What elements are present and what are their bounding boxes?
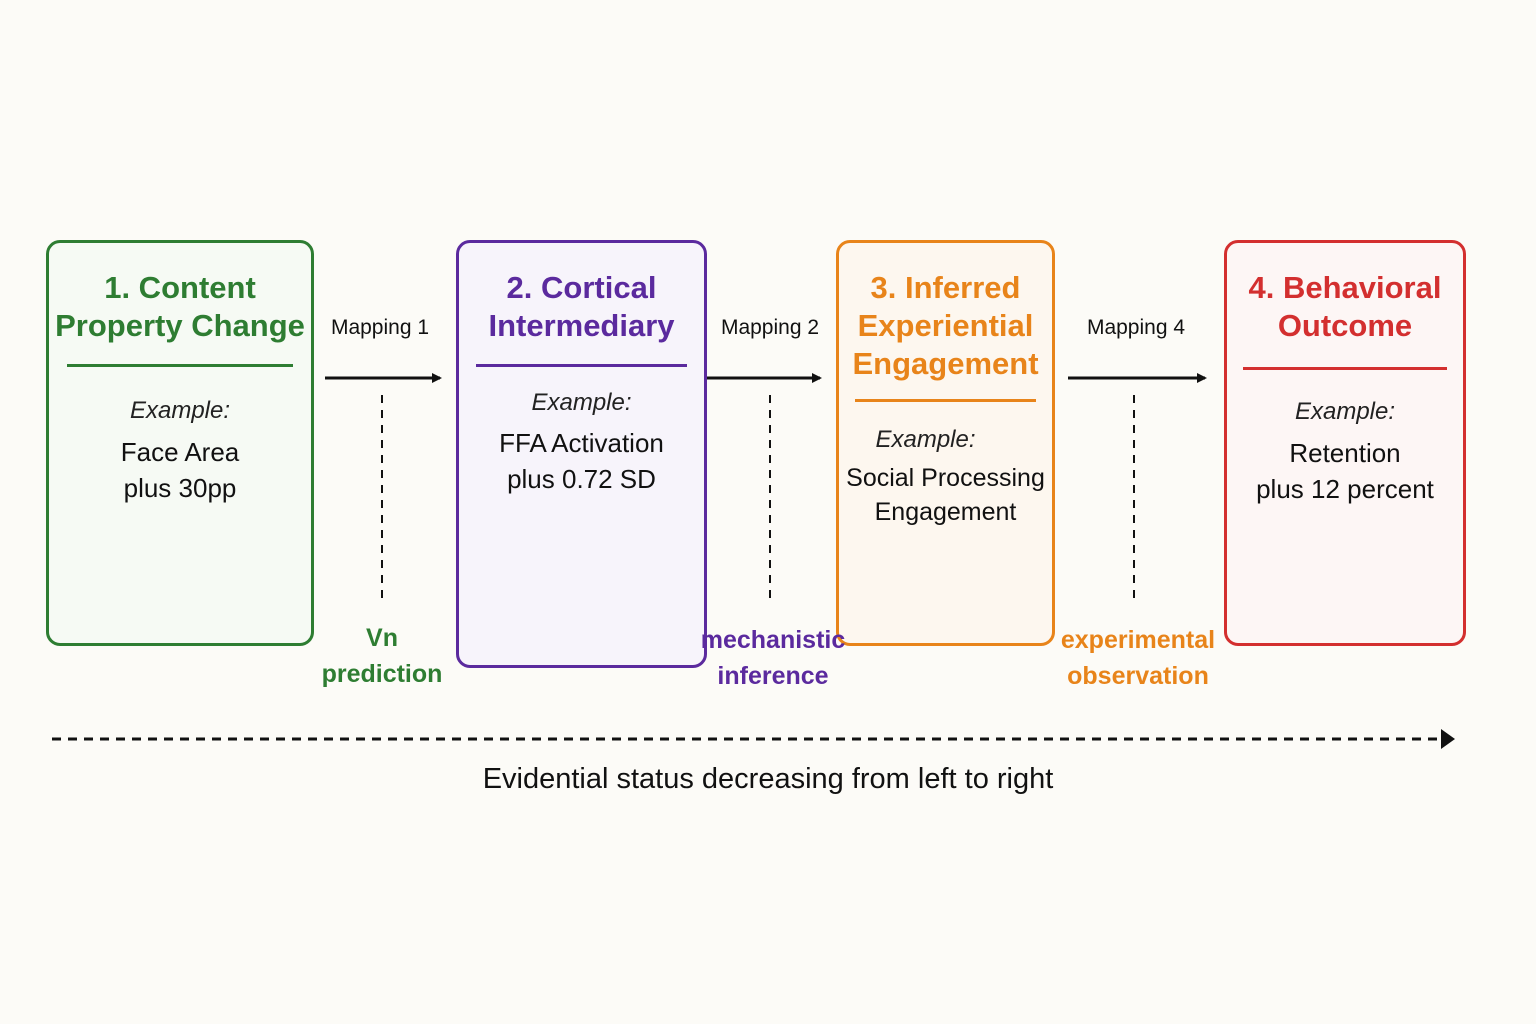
- title-divider: [67, 364, 293, 367]
- stage-title-line: Engagement: [852, 346, 1039, 381]
- example-label: Example:: [531, 389, 632, 416]
- mapping-note-2: mechanistic inference: [673, 622, 873, 694]
- example-value: FFA Activation plus 0.72 SD: [459, 425, 704, 497]
- mapping-note-1: Vn prediction: [282, 620, 482, 692]
- example-value: Face Area plus 30pp: [49, 434, 311, 506]
- stage-title-line: 2. Cortical: [506, 270, 657, 305]
- example-value-line: plus 30pp: [123, 473, 237, 503]
- evidential-gradient-arrow: [52, 729, 1455, 749]
- stage-box-cortical-intermediary: 2. Cortical Intermediary Example: FFA Ac…: [456, 240, 707, 668]
- mapping-label-1: Mapping 1: [330, 316, 430, 339]
- stage-box-inferred-experiential-engagement: 3. Inferred Experiential Engagement Exam…: [836, 240, 1055, 646]
- example-value-line: Face Area: [120, 437, 240, 467]
- title-divider: [1243, 367, 1447, 370]
- stage-title-line: Intermediary: [488, 308, 675, 343]
- stage-title-line: Outcome: [1277, 308, 1413, 343]
- mapping-label-2: Mapping 2: [720, 316, 820, 339]
- example-value-line: plus 12 percent: [1256, 474, 1434, 504]
- mapping-note-line: observation: [1067, 662, 1209, 690]
- mapping-note-line: Vn: [366, 624, 398, 652]
- example-value: Retention plus 12 percent: [1227, 435, 1463, 507]
- title-divider: [855, 399, 1036, 402]
- example-label: Example:: [129, 397, 231, 424]
- stage-title-line: Experiential: [857, 308, 1034, 343]
- stage-title-line: 3. Inferred: [870, 270, 1021, 305]
- mapping-note-4: experimental observation: [1038, 622, 1238, 694]
- mapping-label-4: Mapping 4: [1086, 316, 1186, 339]
- stage-title-line: 4. Behavioral: [1248, 270, 1442, 305]
- stage-title: 4. Behavioral Outcome: [1227, 269, 1463, 345]
- mapping-note-line: inference: [717, 662, 829, 690]
- stage-title: 2. Cortical Intermediary: [459, 269, 704, 345]
- stage-box-content-property-change: 1. Content Property Change Example: Face…: [46, 240, 314, 646]
- stage-title-line: Property Change: [55, 308, 305, 343]
- example-value: Social Processing Engagement: [839, 461, 1052, 529]
- stage-title: 1. Content Property Change: [49, 269, 311, 345]
- stage-box-behavioral-outcome: 4. Behavioral Outcome Example: Retention…: [1224, 240, 1466, 646]
- example-value-line: Engagement: [874, 498, 1017, 526]
- example-value-line: Social Processing: [846, 464, 1045, 492]
- example-label: Example:: [1294, 398, 1396, 425]
- mapping-note-line: experimental: [1060, 626, 1216, 654]
- stage-title: 3. Inferred Experiential Engagement: [839, 269, 1052, 383]
- stage-title-line: 1. Content: [104, 270, 256, 305]
- example-label: Example:: [875, 426, 976, 453]
- example-value-line: plus 0.72 SD: [507, 464, 656, 494]
- mapping-note-line: prediction: [321, 660, 443, 688]
- mapping-note-line: mechanistic: [700, 626, 846, 654]
- example-value-line: Retention: [1289, 438, 1401, 468]
- title-divider: [476, 364, 687, 367]
- evidential-status-caption: Evidential status decreasing from left t…: [482, 763, 1054, 795]
- example-value-line: FFA Activation: [499, 428, 664, 458]
